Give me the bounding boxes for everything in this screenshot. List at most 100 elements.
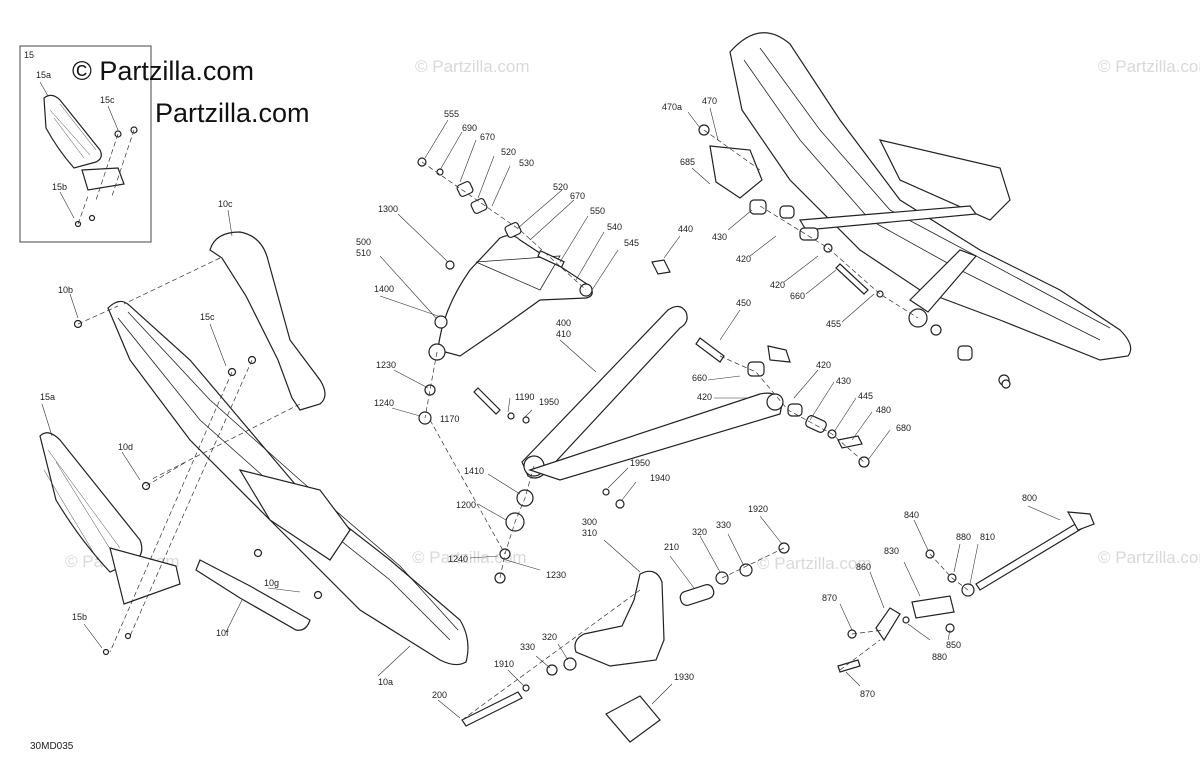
label-1230-b: 1230 [546,570,566,580]
watermark-layer: © Partzilla.com © Partzilla.com © Partzi… [65,57,1200,573]
right-ski-radius-rod [798,205,978,231]
label-660-a: 660 [790,291,805,301]
label-870-a: 870 [822,593,837,603]
watermark-repeat-5: © Partzilla.com [757,554,872,573]
label-540: 540 [607,222,622,232]
label-670-a: 670 [480,132,495,142]
right-ski-group: 470a 470 685 430 420 420 660 455 [662,32,1132,389]
left-ski-group: 10c 10b 15c 15a 10d 10g 10f 15b 10a [39,199,469,687]
watermark-repeat-6: © Partzilla.com [1098,548,1200,567]
label-670-b: 670 [570,191,585,201]
bumper-1930 [605,695,661,743]
label-1910: 1910 [494,659,514,669]
label-470: 470 [702,96,717,106]
label-10b: 10b [58,285,73,295]
label-1940: 1940 [650,473,670,483]
label-1400: 1400 [374,284,394,294]
label-455: 455 [826,319,841,329]
label-15a-inset: 15a [36,70,51,80]
label-10g: 10g [264,578,279,588]
label-880-b: 880 [932,652,947,662]
watermark-repeat-1: © Partzilla.com [415,57,530,76]
strut-bolts: 1170 1190 1950 [440,387,559,424]
label-15c-inset: 15c [100,95,115,105]
label-310: 310 [582,528,597,538]
ski-body-right [729,32,1132,361]
lower-a-arm-group: 450 660 420 420 430 445 480 680 1950 194… [528,298,911,509]
label-15c: 15c [200,312,215,322]
label-530: 530 [519,158,534,168]
inset-guard-part [43,94,102,169]
bracket-440: 440 [651,224,693,275]
ski-spindle-mount [238,469,351,561]
bolt-200 [461,691,523,727]
label-1240-a: 1240 [374,398,394,408]
label-660-b: 660 [692,373,707,383]
right-ski-lower-link [909,249,978,313]
ski-handle-10c [209,231,326,411]
watermark-repeat-2: © Partzilla.com [1098,57,1200,76]
label-1950-b: 1950 [630,458,650,468]
label-1170: 1170 [440,414,459,424]
upper-a-arm-group: 555 690 670 520 530 520 670 550 540 545 … [356,109,639,425]
label-1190: 1190 [515,392,534,402]
label-545: 545 [624,238,639,248]
label-470a: 470a [662,102,682,112]
label-800: 800 [1022,493,1037,503]
link-860 [875,607,901,642]
label-840: 840 [904,510,919,520]
label-810: 810 [980,532,995,542]
ski-runner-10f [195,559,311,631]
label-510: 510 [356,248,371,258]
label-1950-a: 1950 [539,397,559,407]
label-450: 450 [736,298,751,308]
steering-rod-group: 800 840 880 810 830 860 870 850 880 870 [822,493,1095,699]
label-410: 410 [556,329,571,339]
label-440: 440 [678,224,693,234]
label-1930: 1930 [674,672,694,682]
label-300: 300 [582,517,597,527]
inset-box: 15 15a 15c 15b [19,45,152,243]
label-1240-b: 1240 [448,554,468,564]
label-550: 550 [590,206,605,216]
label-210: 210 [664,542,679,552]
label-445: 445 [858,391,873,401]
ski-pad-left [109,547,181,605]
label-520-b: 520 [553,182,568,192]
watermark-main: © Partzilla.com [72,56,254,86]
tie-rod-800 [975,519,1087,591]
label-1230-a: 1230 [376,360,396,370]
label-320-a: 320 [692,527,707,537]
label-420-b: 420 [770,280,785,290]
bracket-685 [709,145,763,199]
label-690: 690 [462,123,477,133]
label-520-a: 520 [501,147,516,157]
label-10a: 10a [378,677,393,687]
label-1410: 1410 [464,466,484,476]
pitman-830 [911,595,955,619]
right-ski-upper-arm [878,139,1011,221]
label-480: 480 [876,405,891,415]
label-430-b: 430 [836,376,851,386]
label-15b: 15b [72,612,87,622]
label-555: 555 [444,109,459,119]
label-880-a: 880 [956,532,971,542]
label-870-b: 870 [860,689,875,699]
label-830: 830 [884,546,899,556]
label-1920: 1920 [748,504,768,514]
label-330-b: 330 [520,642,535,652]
label-420-d: 420 [697,392,712,402]
watermark-repeat-4: © Partzilla.com [412,548,527,567]
label-200: 200 [432,690,447,700]
label-680: 680 [896,423,911,433]
label-1200: 1200 [456,500,476,510]
label-400: 400 [556,318,571,328]
watermark-main-2: Partzilla.com [155,98,310,128]
spindle-group: 300 310 210 320 330 1920 320 330 1910 20… [432,504,790,743]
label-330-a: 330 [716,520,731,530]
label-500: 500 [356,237,371,247]
trailing-arm-400 [521,305,688,479]
label-10d: 10d [118,442,133,452]
inset-number-label: 15 [24,50,34,60]
spindle-300 [574,570,665,667]
